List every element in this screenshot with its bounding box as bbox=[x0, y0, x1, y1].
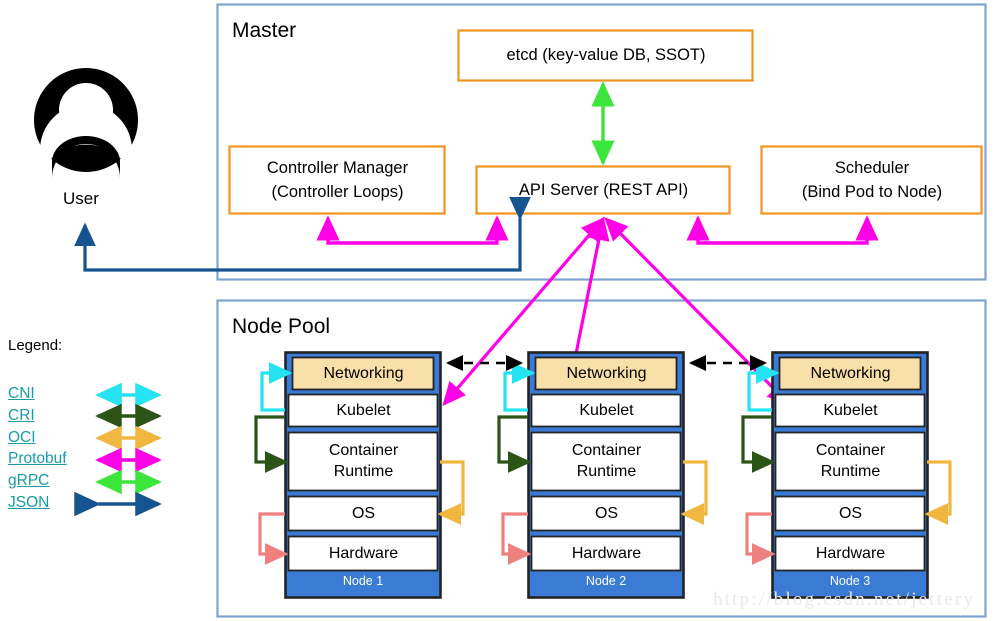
scheduler-label-line1: Scheduler bbox=[834, 159, 910, 178]
node-1-kubelet-text: Kubelet bbox=[336, 401, 391, 419]
legend-title: Legend: bbox=[8, 337, 63, 354]
legend-arrows bbox=[74, 382, 162, 517]
node-2-cr-text-1: Container bbox=[571, 442, 642, 460]
scheduler-box-label[interactable]: Scheduler (Bind Pod to Node) bbox=[761, 146, 983, 215]
node-2-layer-container-runtime bbox=[530, 431, 682, 492]
arrow-protobuf-scheduler-apiserver bbox=[686, 215, 879, 245]
node-2-caption: Node 2 bbox=[585, 574, 627, 588]
watermark-text: http://blog.csdn.net/jettery bbox=[713, 589, 976, 610]
node-2-os-label[interactable]: OS bbox=[531, 496, 682, 532]
user-label: User bbox=[63, 189, 99, 208]
api-server-label-line1: API Server (REST API) bbox=[518, 180, 689, 199]
legend-label-protobuf[interactable]: Protobuf bbox=[8, 450, 67, 467]
node-3-container-runtime-label[interactable]: Container Runtime bbox=[775, 432, 926, 492]
node-2-hardware-text: Hardware bbox=[571, 544, 642, 562]
node-1-networking-text: Networking bbox=[323, 364, 404, 382]
controller-manager-label-line1: Controller Manager bbox=[266, 159, 409, 178]
node-1-cr-text-2: Runtime bbox=[333, 463, 394, 480]
arrow-cni-node3 bbox=[747, 362, 780, 412]
node-3-hardware-label[interactable]: Hardware bbox=[775, 536, 926, 572]
node-2-networking-text: Networking bbox=[566, 364, 647, 382]
arrow-cni-node1 bbox=[260, 362, 293, 412]
node-1-layer-hardware bbox=[287, 535, 439, 572]
arrow-hw-node2 bbox=[501, 512, 532, 565]
arrow-cri-node2 bbox=[497, 415, 532, 473]
node-2-os-text: OS bbox=[594, 504, 619, 522]
legend-label-cri[interactable]: CRI bbox=[8, 407, 35, 424]
node-2-layer-kubelet bbox=[530, 393, 682, 428]
controller-manager-label-line2: (Controller Loops) bbox=[271, 182, 404, 201]
node-1-layer-os bbox=[287, 495, 439, 532]
node-1-hardware-text: Hardware bbox=[328, 544, 399, 562]
controller-manager-box-label[interactable]: Controller Manager (Controller Loops) bbox=[229, 146, 446, 215]
node-2-kubelet-label[interactable]: Kubelet bbox=[531, 394, 682, 428]
node-2-networking-label[interactable]: Networking bbox=[535, 357, 678, 391]
arrow-protobuf-controllermanager-apiserver bbox=[316, 215, 509, 245]
node-2-container-runtime-label[interactable]: Container Runtime bbox=[531, 432, 682, 492]
node-1-layer-container-runtime bbox=[287, 431, 439, 492]
node-1-kubelet-label[interactable]: Kubelet bbox=[288, 394, 439, 428]
scheduler-box bbox=[760, 145, 983, 215]
node-3-layer-os bbox=[774, 495, 926, 532]
node-3-layer-kubelet bbox=[774, 393, 926, 428]
arrow-oci-node1 bbox=[437, 460, 465, 525]
node-2-hardware-label[interactable]: Hardware bbox=[531, 536, 682, 572]
scheduler-label-line2: (Bind Pod to Node) bbox=[801, 182, 943, 201]
node-3-os-label[interactable]: OS bbox=[775, 496, 926, 532]
arrow-cni-node2 bbox=[503, 362, 536, 412]
node-1-os-label[interactable]: OS bbox=[288, 496, 439, 532]
legend-label-grpc[interactable]: gRPC bbox=[8, 472, 50, 489]
legend-label-oci[interactable]: OCI bbox=[8, 429, 36, 446]
node-3-caption: Node 3 bbox=[829, 574, 871, 588]
node-3-layer-networking bbox=[778, 356, 922, 391]
node-1-caption: Node 1 bbox=[342, 574, 384, 588]
master-group-title: Master bbox=[232, 19, 297, 42]
etcd-box-label[interactable]: etcd (key-value DB, SSOT) bbox=[458, 30, 754, 82]
node-1-container-runtime-label[interactable]: Container Runtime bbox=[288, 432, 439, 492]
node-1 bbox=[284, 351, 442, 599]
arrow-cri-node3 bbox=[741, 415, 776, 473]
arrow-oci-node3 bbox=[924, 460, 952, 525]
node-3-networking-text: Networking bbox=[810, 364, 891, 382]
node-3-os-text: OS bbox=[838, 504, 863, 522]
etcd-box bbox=[457, 29, 754, 82]
api-server-box-label[interactable]: API Server (REST API) bbox=[476, 166, 731, 215]
node-1-os-text: OS bbox=[351, 504, 376, 522]
node-3-networking-label[interactable]: Networking bbox=[779, 357, 922, 391]
node-2 bbox=[527, 351, 685, 599]
legend-label-cni[interactable]: CNI bbox=[8, 385, 35, 402]
node-2-layer-hardware bbox=[530, 535, 682, 572]
node-2-kubelet-text: Kubelet bbox=[579, 401, 634, 419]
node-1-layer-kubelet bbox=[287, 393, 439, 428]
node-3-cr-text-1: Container bbox=[815, 442, 886, 460]
node-3-cr-text-2: Runtime bbox=[820, 463, 881, 480]
user-avatar-icon bbox=[34, 68, 139, 178]
node-1-cr-text-1: Container bbox=[328, 442, 399, 460]
node-1-layer-networking bbox=[291, 356, 435, 391]
node-1-hardware-label[interactable]: Hardware bbox=[288, 536, 439, 572]
node-3-hardware-text: Hardware bbox=[815, 544, 886, 562]
legend-label-json[interactable]: JSON bbox=[8, 494, 50, 511]
node-2-cr-text-2: Runtime bbox=[576, 463, 637, 480]
node-2-layer-networking bbox=[534, 356, 678, 391]
node-3-kubelet-label[interactable]: Kubelet bbox=[775, 394, 926, 428]
arrow-hw-node1 bbox=[258, 512, 289, 565]
arrow-hw-node3 bbox=[745, 512, 776, 565]
node-pool-group-title: Node Pool bbox=[232, 315, 331, 338]
node-1-networking-label[interactable]: Networking bbox=[292, 357, 435, 391]
arrow-oci-node2 bbox=[680, 460, 708, 525]
node-3-kubelet-text: Kubelet bbox=[823, 401, 878, 419]
arrow-cri-node1 bbox=[254, 415, 289, 473]
etcd-label-line1: etcd (key-value DB, SSOT) bbox=[506, 46, 706, 65]
